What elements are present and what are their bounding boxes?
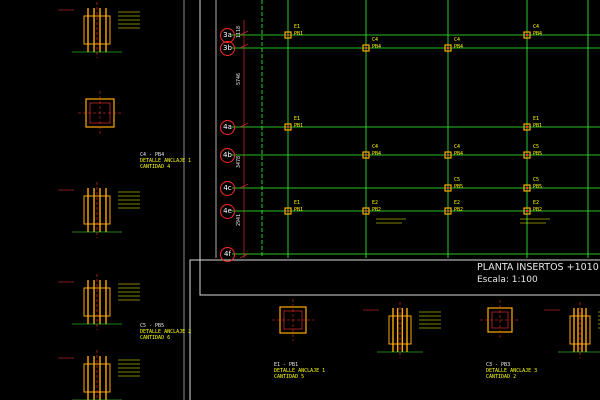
insert-mark: E2: [372, 200, 379, 206]
insert-mark: C4: [372, 144, 379, 150]
dimension-tick: [239, 253, 249, 259]
insert-plate: [284, 123, 292, 131]
insert-plate: [284, 31, 292, 39]
dimension-tick: [239, 183, 249, 189]
insert-mark: E1: [294, 200, 301, 206]
insert-plate-center: [447, 47, 449, 49]
insert-plate-center: [526, 34, 528, 36]
insert-plate: [362, 207, 370, 215]
detail-quantity: CANTIDAD 5: [274, 374, 305, 380]
detail-code: C5 - PB5: [140, 323, 165, 329]
insert-mark: C5: [533, 177, 540, 183]
insert-plate-center: [526, 154, 528, 156]
insert-type: PB1: [533, 123, 543, 129]
grid-axis-bubble: 4f: [220, 247, 235, 262]
insert-plate-center: [447, 187, 449, 189]
insert-mark: E2: [533, 200, 540, 206]
insert-plate-center: [287, 210, 289, 212]
detail-quantity: CANTIDAD 4: [140, 164, 171, 170]
dimension-tick: [239, 43, 249, 49]
grid-axis-bubble: 4b: [220, 148, 235, 163]
insert-type: PB2: [533, 207, 543, 213]
detail-name: DETALLE ANCLAJE 1: [140, 158, 192, 164]
insert-type: PB1: [294, 123, 304, 129]
insert-plate-center: [365, 154, 367, 156]
insert-type: PB4: [533, 31, 543, 37]
dimension-tick: [239, 122, 249, 128]
insert-plate: [444, 151, 452, 159]
insert-type: PB5: [533, 151, 543, 157]
insert-type: PB4: [372, 44, 382, 50]
insert-type: PB1: [294, 207, 304, 213]
insert-plate-center: [365, 47, 367, 49]
insert-plate-center: [365, 210, 367, 212]
plan-frame: [199, 0, 600, 296]
detail-quantity: CANTIDAD 6: [140, 335, 171, 341]
plan-grid: [215, 0, 600, 258]
detail-quantity: CANTIDAD 2: [486, 374, 517, 380]
insert-plate: [362, 44, 370, 52]
insert-type: PB4: [454, 151, 464, 157]
detail-code: C4 - PB4: [140, 152, 165, 158]
insert-plate: [284, 207, 292, 215]
insert-mark: C4: [454, 144, 461, 150]
insert-plate-center: [526, 210, 528, 212]
insert-plate: [444, 44, 452, 52]
detail-name: DETALLE ANCLAJE 2: [140, 329, 192, 335]
detail-code: C3 - PB3: [486, 362, 511, 368]
dimension-text: 5746: [236, 72, 242, 85]
insert-type: PB2: [372, 207, 382, 213]
insert-mark: E1: [533, 116, 540, 122]
insert-type: PB5: [533, 184, 543, 190]
insert-mark: C5: [454, 177, 461, 183]
detail-name: DETALLE ANCLAJE 1: [274, 368, 326, 374]
insert-type: PB4: [454, 44, 464, 50]
insert-plate: [523, 123, 531, 131]
insert-type: PB5: [454, 184, 464, 190]
dimension-text: 1118: [236, 25, 242, 38]
plan-title: PLANTA INSERTOS +1010: [477, 262, 599, 273]
insert-mark: E1: [294, 24, 301, 30]
plan-dimension-lines: [239, 20, 249, 259]
insert-mark: E2: [454, 200, 461, 206]
grid-axis-bubble: 3b: [220, 41, 235, 56]
grid-axis-bubble: 4a: [220, 120, 235, 135]
plan-scale: Escala: 1:100: [477, 275, 538, 285]
insert-plate-center: [287, 126, 289, 128]
grid-axis-bubble: 4c: [220, 181, 235, 196]
insert-type: PB4: [372, 151, 382, 157]
detail-name: DETALLE ANCLAJE 3: [486, 368, 538, 374]
insert-plates: [284, 31, 550, 224]
left-anchor-details: [58, 2, 140, 400]
grid-axis-bubble: 4e: [220, 204, 235, 219]
insert-plate: [523, 207, 531, 215]
insert-plate-center: [447, 210, 449, 212]
insert-plate: [362, 151, 370, 159]
bottom-anchor-details: [272, 299, 600, 358]
insert-plate-center: [287, 34, 289, 36]
insert-plate: [444, 184, 452, 192]
insert-type: PB1: [294, 31, 304, 37]
insert-type: PB2: [454, 207, 464, 213]
insert-plate: [523, 151, 531, 159]
insert-mark: C4: [372, 37, 379, 43]
insert-plate: [523, 31, 531, 39]
insert-mark: C4: [454, 37, 461, 43]
insert-plate: [523, 184, 531, 192]
insert-plate-center: [526, 187, 528, 189]
insert-mark: E1: [294, 116, 301, 122]
insert-plate: [444, 207, 452, 215]
insert-mark: C4: [533, 24, 540, 30]
dimension-text: 3478: [236, 155, 242, 168]
insert-plate-center: [526, 126, 528, 128]
details-frame: [189, 259, 600, 400]
insert-mark: C5: [533, 144, 540, 150]
detail-code: E1 - PB1: [274, 362, 299, 368]
dimension-text: 2941: [236, 213, 242, 226]
dimension-tick: [239, 30, 249, 36]
insert-plate-center: [447, 154, 449, 156]
